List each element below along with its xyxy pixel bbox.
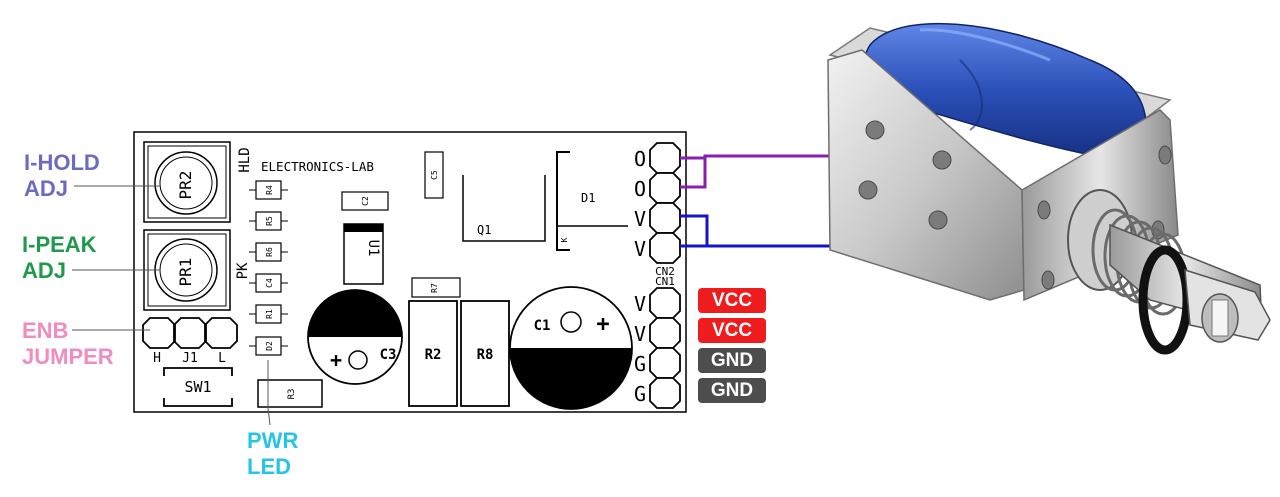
c3-label: C3	[380, 347, 397, 363]
wire-purple-1	[680, 154, 832, 160]
resistor-r1: R1	[249, 304, 288, 324]
ihold-line1: I-HOLD	[24, 150, 100, 175]
r5-label: R5	[265, 216, 274, 226]
capacitor-c3: + C3	[307, 289, 403, 385]
r8-label: R8	[477, 347, 494, 363]
pr1-label: PR1	[176, 258, 195, 287]
cn2-pin-4: V	[634, 237, 646, 261]
r4-label: R4	[265, 185, 274, 195]
hld-label: HLD	[237, 147, 253, 172]
u1-label: U1	[365, 240, 381, 257]
ihold-adj-label: I-HOLD ADJ	[24, 150, 100, 202]
gnd-badge-2: GND	[698, 378, 766, 403]
vcc-badge-1: VCC	[698, 288, 766, 313]
enb-jumper-label: ENB JUMPER	[22, 318, 114, 370]
r1-label: R1	[265, 309, 274, 319]
c5-label: C5	[430, 170, 439, 180]
r2-label: R2	[425, 347, 442, 363]
d1-label: D1	[581, 191, 595, 205]
pwr-line2: LED	[247, 454, 291, 479]
gnd-badge-1: GND	[698, 348, 766, 373]
c4-label: C4	[265, 278, 274, 288]
led-d2: D2	[249, 336, 288, 356]
r7-label: R7	[430, 283, 439, 293]
ipeak-adj-label: I-PEAK ADJ	[22, 232, 97, 284]
resistor-r4: R4	[249, 180, 288, 200]
ihold-line2: ADJ	[24, 176, 69, 201]
vcc-badge-2: VCC	[698, 318, 766, 343]
sw1-label: SW1	[184, 378, 211, 396]
k-label: K	[560, 237, 569, 242]
c1-label: C1	[534, 318, 551, 334]
resistor-r7: R7	[411, 277, 461, 298]
pk-label: PK	[235, 262, 251, 279]
cn1-pin-2: V	[634, 322, 646, 346]
connector-cn1: CN1 V V G G	[634, 275, 681, 409]
pr2-label: PR2	[176, 171, 195, 200]
pwr-line1: PWR	[247, 428, 299, 453]
pwr-led-label: PWR LED	[247, 428, 298, 480]
leader-lines	[72, 185, 271, 426]
ipeak-line1: I-PEAK	[22, 232, 97, 257]
diode-d1: D1 K	[556, 151, 628, 251]
jumper-l-label: L	[218, 351, 226, 366]
d2-label: D2	[265, 341, 274, 351]
ipeak-line2: ADJ	[22, 258, 67, 283]
c2-label: C2	[361, 196, 370, 206]
resistor-r2: R2	[408, 300, 458, 407]
wire-blue-1	[680, 214, 709, 246]
potentiometer-pr2: PR2	[143, 141, 231, 223]
capacitor-c2: C2	[341, 191, 389, 211]
q1-label: Q1	[477, 223, 491, 237]
cn1-label: CN1	[655, 275, 675, 288]
enb-line2: JUMPER	[22, 344, 114, 369]
cn2-pin-2: O	[634, 177, 646, 201]
resistor-r8: R8	[460, 300, 510, 407]
resistor-r6: R6	[249, 242, 288, 262]
cn1-pin-4: G	[634, 382, 646, 406]
cn1-pin-3: G	[634, 352, 646, 376]
pcb-board: PR2 PR1 HLD PK ELECTRONICS-LAB R4 R5 R6 …	[133, 131, 687, 413]
enb-line1: ENB	[22, 318, 69, 343]
c3-plus: +	[330, 348, 342, 372]
leader-pwr	[267, 360, 271, 426]
resistor-r3: R3	[257, 379, 323, 408]
cn2-label: CN2	[655, 265, 675, 278]
wire-purple-2	[680, 158, 707, 189]
capacitor-c1: C1 +	[509, 286, 633, 410]
resistor-r5: R5	[249, 211, 288, 231]
r3-label: R3	[287, 389, 297, 400]
r6-label: R6	[265, 247, 274, 257]
cn1-pin-1: V	[634, 292, 646, 316]
brand-text: ELECTRONICS-LAB	[261, 159, 374, 174]
transistor-q1: Q1	[462, 175, 546, 242]
c1-plus: +	[596, 312, 609, 337]
capacitor-c4: C4	[249, 273, 288, 293]
cn2-pin-3: V	[634, 207, 646, 231]
capacitor-c5: C5	[424, 151, 444, 199]
cn2-pin-1: O	[634, 147, 646, 171]
switch-sw1: SW1	[163, 367, 233, 407]
regulator-u1: U1	[343, 223, 384, 285]
jumper-j1-label: J1	[182, 351, 198, 366]
jumper-h-label: H	[153, 351, 161, 366]
connector-cn2: O O V V CN2	[634, 142, 681, 278]
solenoid-image	[827, 22, 1271, 355]
